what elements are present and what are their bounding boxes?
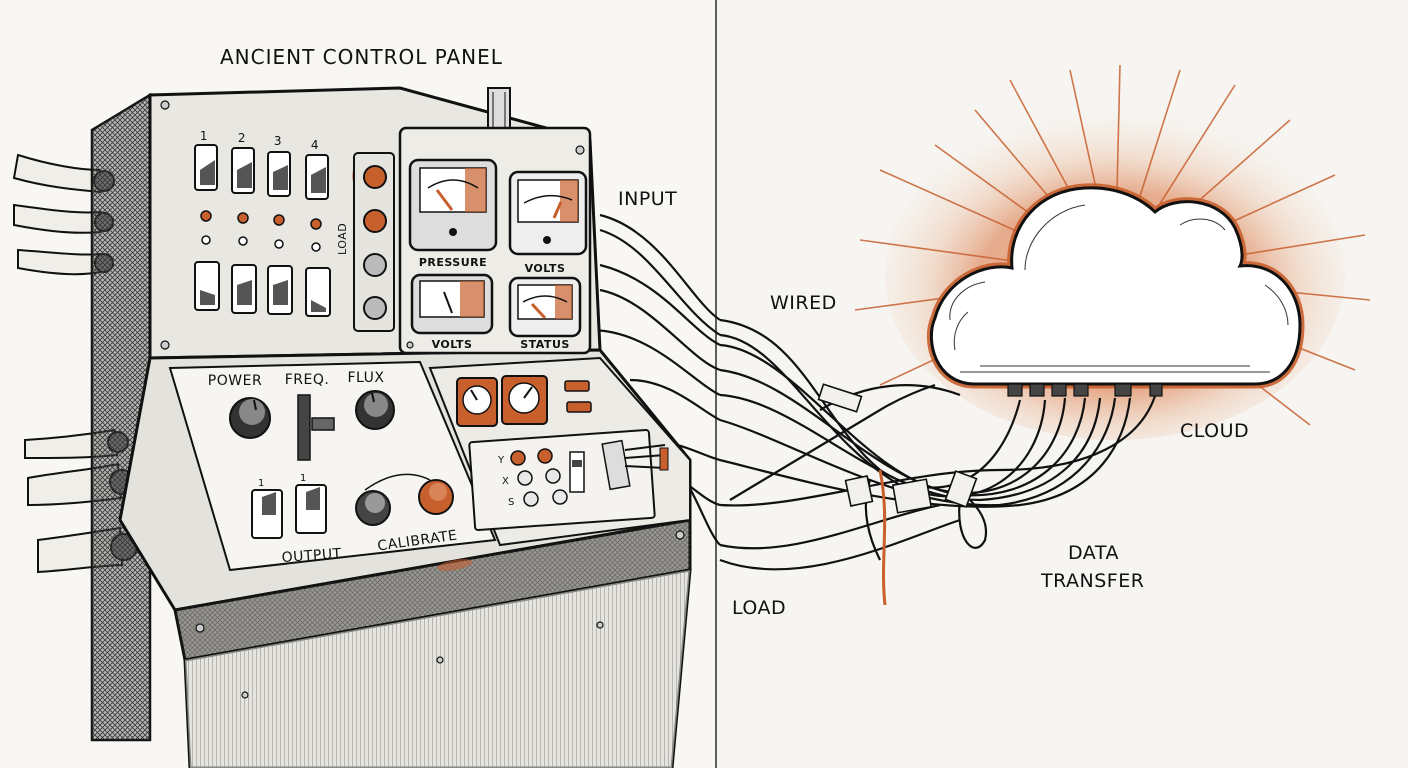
freq-label: FREQ.: [285, 372, 330, 388]
switch-number-4: 4: [311, 138, 319, 152]
flux-label: FLUX: [348, 370, 385, 386]
data-transfer-callout-line2: TRANSFER: [1041, 570, 1145, 592]
input-callout: INPUT: [618, 188, 678, 210]
volts-label-1: VOLTS: [525, 262, 566, 275]
cloud-icon: [926, 183, 1305, 389]
page-spine-divider: [715, 0, 717, 768]
diagram-title: ANCIENT CONTROL PANEL: [220, 45, 503, 69]
load-button-2[interactable]: [363, 209, 387, 233]
keypad-button-5[interactable]: [523, 491, 539, 507]
keypad-button-1[interactable]: [510, 450, 526, 466]
keypad-mark-y: Y: [497, 455, 505, 466]
indicator-lamp-1: [564, 380, 590, 392]
keypad-button-2[interactable]: [537, 448, 553, 464]
status-label: STATUS: [520, 338, 570, 351]
screws: [160, 100, 685, 699]
output-switch-number-1: 1: [258, 478, 265, 489]
output-label: OUTPUT: [281, 546, 342, 566]
lower-controls: 1 1 POWER FREQ. FLUX OUTPUT CALIBRATE: [168, 360, 497, 572]
gauge-cluster: PRESSURE VOLTS VOLTS STATUS: [408, 158, 588, 351]
cloud-callout: CLOUD: [1180, 420, 1250, 442]
switch-grid: 1 2 3 4 LOAD: [194, 129, 395, 332]
indicator-lamp-2: [566, 401, 592, 413]
keypad-mark-x: X: [502, 476, 509, 487]
switch-number-2: 2: [238, 131, 246, 145]
keypad-button-3[interactable]: [517, 470, 533, 486]
wired-callout: WIRED: [770, 292, 837, 314]
output-switch-number-2: 1: [300, 473, 307, 484]
load-callout: LOAD: [732, 597, 787, 619]
load-button-strip: [353, 152, 395, 332]
keypad-mark-s: S: [508, 497, 515, 508]
power-label: POWER: [208, 373, 262, 389]
aux-panel: Y X S: [428, 356, 691, 547]
keypad-slider[interactable]: [569, 451, 585, 493]
cable-connector-plug: [601, 439, 631, 491]
pressure-label: PRESSURE: [419, 256, 487, 269]
freq-slider-track[interactable]: [297, 394, 311, 461]
load-button-1[interactable]: [363, 165, 387, 189]
keypad-button-6[interactable]: [552, 489, 568, 505]
volts-label-2: VOLTS: [432, 338, 473, 351]
switch-number-3: 3: [274, 134, 282, 148]
load-vertical-label: LOAD: [336, 223, 349, 255]
load-button-3[interactable]: [363, 253, 387, 277]
load-button-4[interactable]: [363, 296, 387, 320]
data-transfer-callout-line1: DATA: [1068, 542, 1119, 564]
switch-number-1: 1: [200, 129, 208, 143]
freq-slider-handle[interactable]: [311, 417, 335, 431]
keypad-button-4[interactable]: [545, 468, 561, 484]
